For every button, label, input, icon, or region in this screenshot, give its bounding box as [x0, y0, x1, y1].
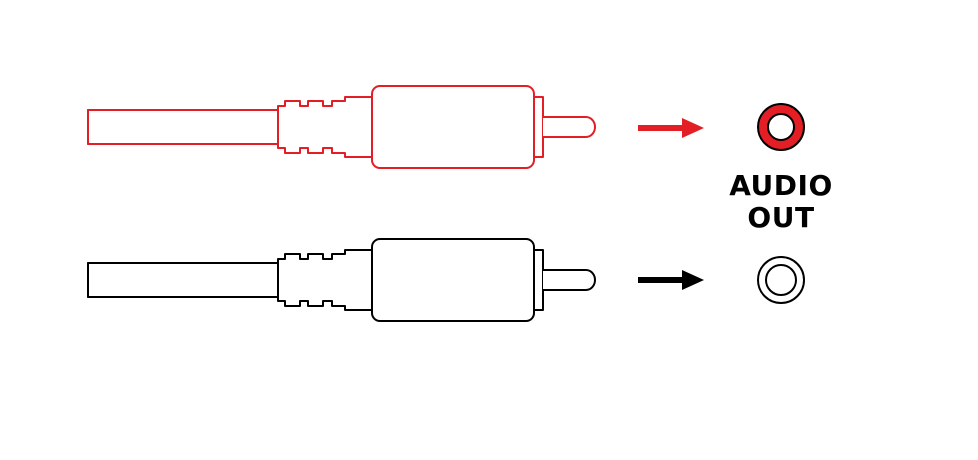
red-arrow-icon	[638, 118, 704, 138]
white-audio-out-jack	[757, 256, 805, 304]
black-arrow-icon	[638, 270, 704, 290]
red-audio-out-jack	[757, 103, 805, 151]
rca-plug-icon	[87, 238, 596, 322]
audio-out-label-line2: OUT	[747, 201, 815, 234]
white-rca-plug	[87, 238, 596, 322]
rca-plug-icon	[87, 85, 596, 169]
red-rca-plug	[87, 85, 596, 169]
audio-out-label-line1: AUDIO	[729, 169, 833, 202]
